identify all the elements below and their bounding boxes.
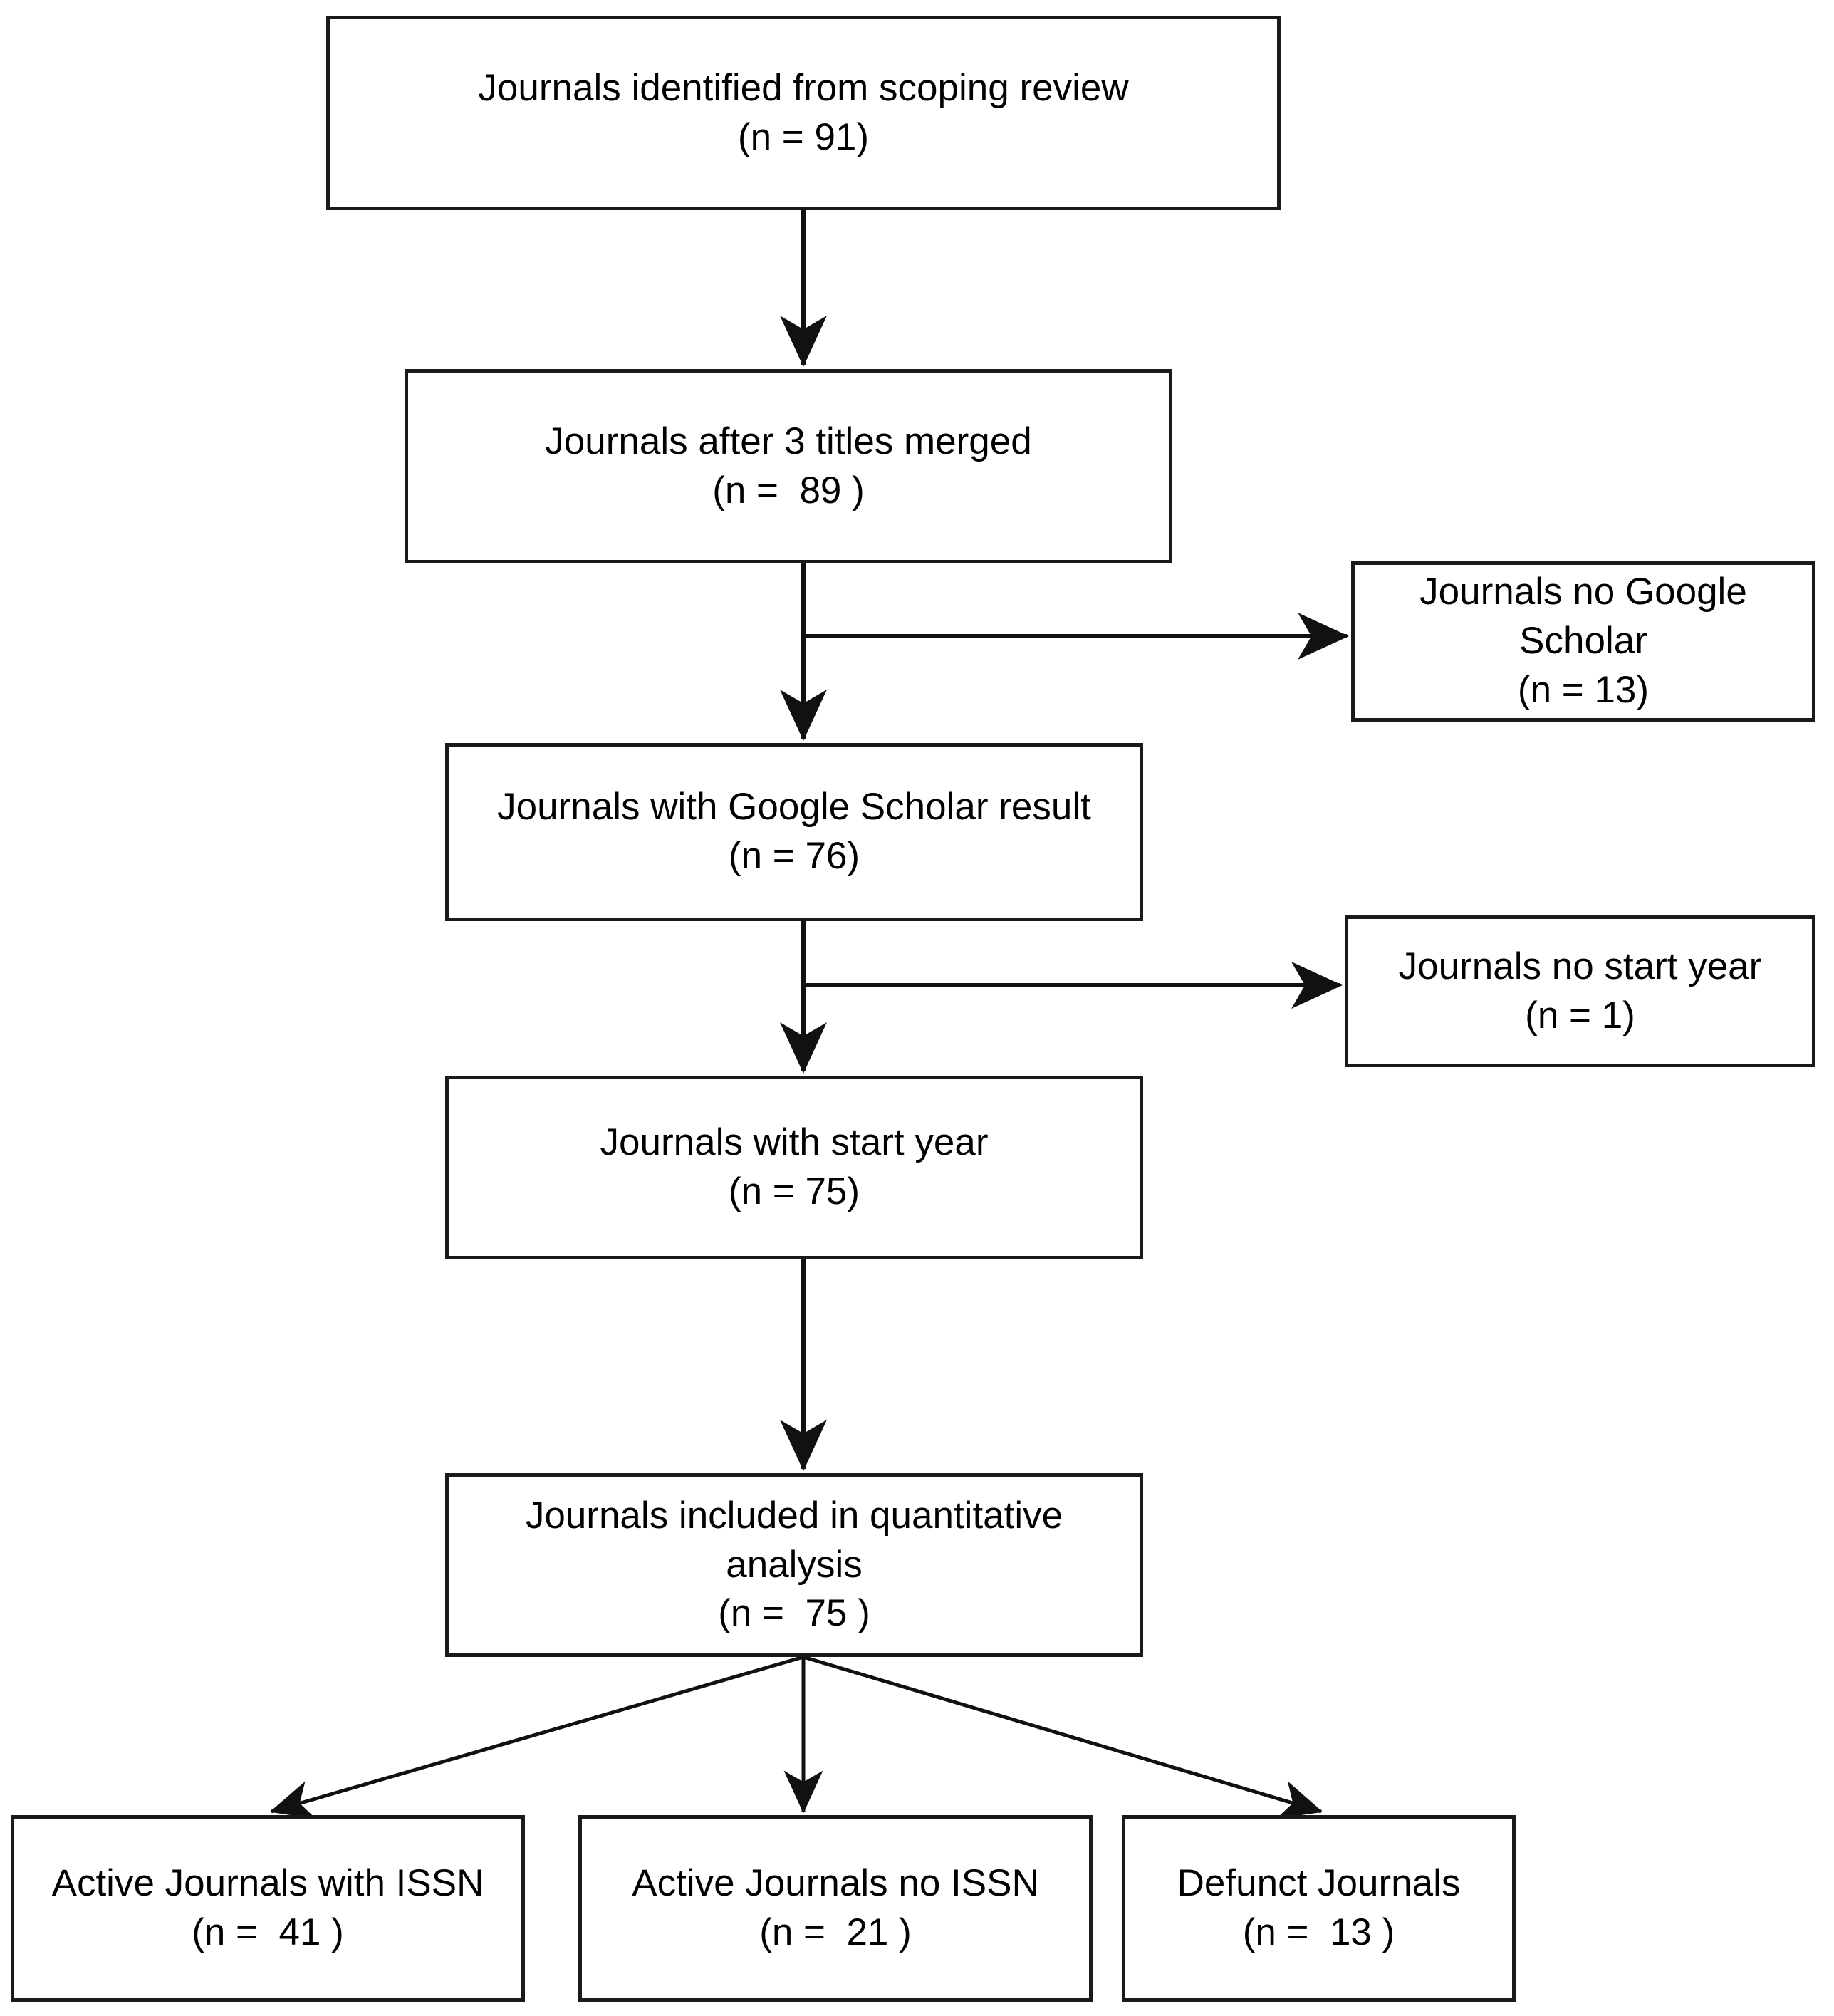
node-journals-merged: Journals after 3 titles merged (n = 89 ) [405,369,1172,563]
node-journals-identified-line2: (n = 91) [737,115,870,158]
node-journals-quantitative-analysis-line3: (n = 75 ) [718,1592,870,1635]
node-defunct-journals: Defunct Journals (n = 13 ) [1122,1815,1516,2002]
node-journals-with-start-year-line2: (n = 75) [728,1170,860,1212]
node-journals-no-start-year-line2: (n = 1) [1525,994,1635,1036]
node-journals-no-google-scholar-line2: Scholar [1519,620,1647,663]
node-journals-quantitative-analysis: Journals included in quantitative analys… [445,1473,1143,1657]
node-defunct-journals-line1: Defunct Journals [1177,1862,1461,1905]
node-active-journals-with-issn: Active Journals with ISSN (n = 41 ) [11,1815,525,2002]
node-journals-with-google-scholar-line1: Journals with Google Scholar result [497,786,1091,828]
node-journals-no-google-scholar: Journals no Google Scholar (n = 13) [1351,561,1815,722]
node-journals-merged-line2: (n = 89 ) [712,469,865,511]
node-journals-merged-line1: Journals after 3 titles merged [545,420,1032,462]
edge-quantitative-analysis-to-active-with-issn [269,1655,804,1819]
node-active-journals-no-issn-line2: (n = 21 ) [759,1911,912,1953]
node-active-journals-no-issn-line1: Active Journals no ISSN [632,1862,1039,1905]
node-defunct-journals-line2: (n = 13 ) [1242,1911,1395,1953]
node-journals-with-start-year-line1: Journals with start year [600,1121,989,1164]
node-active-journals-with-issn-line2: (n = 41 ) [192,1911,344,1953]
node-active-journals-with-issn-line1: Active Journals with ISSN [51,1862,484,1905]
node-active-journals-no-issn: Active Journals no ISSN (n = 21 ) [578,1815,1093,2002]
edge-quantitative-analysis-to-defunct [803,1655,1323,1819]
node-journals-no-start-year-line1: Journals no start year [1398,945,1762,987]
node-journals-quantitative-analysis-line2: analysis [726,1543,863,1586]
node-journals-no-google-scholar-line1: Journals no Google [1419,571,1747,613]
node-journals-no-start-year: Journals no start year (n = 1) [1345,915,1815,1067]
node-journals-no-google-scholar-line3: (n = 13) [1517,668,1650,711]
node-journals-quantitative-analysis-line1: Journals included in quantitative [525,1494,1063,1537]
node-journals-identified: Journals identified from scoping review … [326,16,1281,210]
node-journals-with-start-year: Journals with start year (n = 75) [445,1076,1143,1259]
node-journals-identified-line1: Journals identified from scoping review [478,66,1129,109]
node-journals-with-google-scholar-line2: (n = 76) [728,835,860,877]
node-journals-with-google-scholar: Journals with Google Scholar result (n =… [445,743,1143,921]
